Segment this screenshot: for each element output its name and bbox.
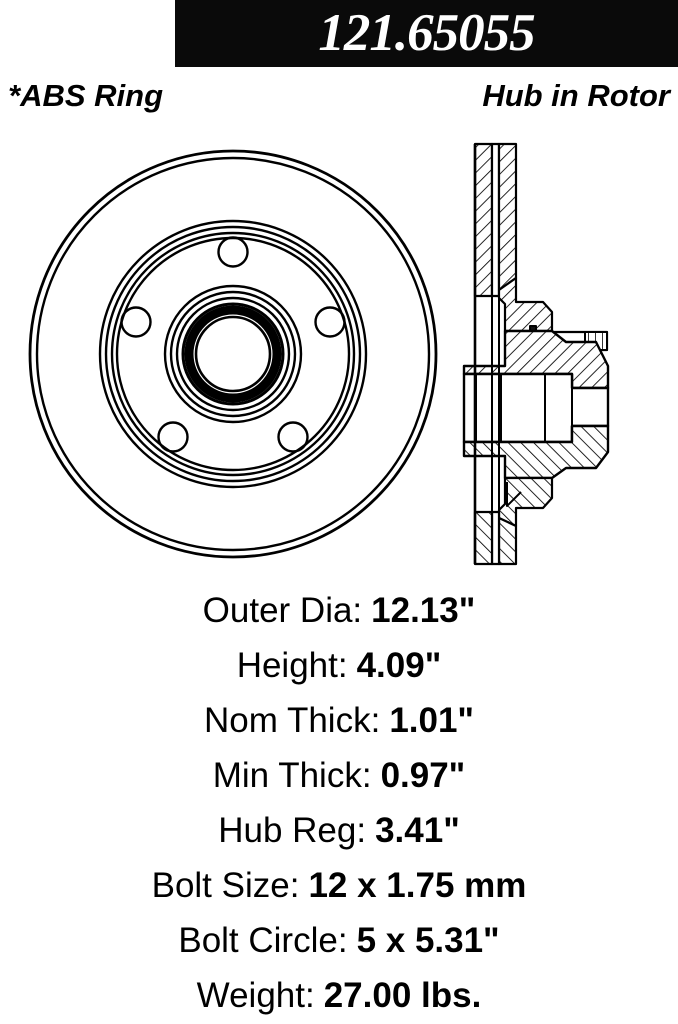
rotor-inboard-plate-top	[497, 142, 518, 292]
part-number-text: 121.65055	[318, 4, 535, 62]
bearing-race-band	[184, 305, 282, 403]
spec-value: 0.97"	[380, 756, 466, 795]
spec-label: Min Thick:	[212, 756, 372, 795]
spec-value: 1.01"	[389, 701, 475, 740]
abs-ring-label: *ABS Ring	[8, 78, 163, 113]
rotor-hat-wall-bottom	[497, 476, 554, 528]
spec-value: 12 x 1.75 mm	[308, 866, 527, 905]
rotor-hat-wall-top	[497, 276, 554, 333]
spec-row-bolt-size: Bolt Size: 12 x 1.75 mm	[0, 858, 678, 913]
lug-hole-5	[120, 306, 152, 338]
spec-row-height: Height: 4.09"	[0, 638, 678, 693]
hub-in-rotor-label: Hub in Rotor	[482, 78, 670, 113]
spec-label: Bolt Circle:	[178, 921, 348, 960]
lug-hole-2	[314, 306, 346, 338]
rotor-outboard-plate-top	[473, 142, 494, 298]
specification-list: Outer Dia: 12.13" Height: 4.09" Nom Thic…	[0, 583, 678, 1023]
part-number-bar: 121.65055	[175, 0, 678, 67]
spec-label: Nom Thick:	[203, 701, 381, 740]
spec-label: Hub Reg:	[218, 811, 367, 850]
spec-row-outer-dia: Outer Dia: 12.13"	[0, 583, 678, 638]
spec-label: Height:	[236, 646, 348, 685]
spec-row-weight: Weight: 27.00 lbs.	[0, 968, 678, 1023]
rotor-outboard-plate-bottom	[473, 510, 494, 566]
spec-value: 3.41"	[375, 811, 460, 850]
spec-row-min-thick: Min Thick: 0.97"	[0, 748, 678, 803]
spec-row-hub-reg: Hub Reg: 3.41"	[0, 803, 678, 858]
lug-hole-1	[217, 236, 249, 268]
spec-label: Outer Dia:	[202, 591, 363, 630]
hub-center-bore-rings	[163, 284, 303, 424]
center-bore-edge	[194, 315, 272, 393]
rotor-hat-rings	[98, 219, 368, 489]
spec-row-nom-thick: Nom Thick: 1.01"	[0, 693, 678, 748]
lug-hole-3	[277, 421, 309, 453]
spec-value: 5 x 5.31"	[356, 921, 500, 960]
lug-hole-4	[157, 421, 189, 453]
rotor-technical-drawing	[0, 126, 678, 576]
spec-row-bolt-circle: Bolt Circle: 5 x 5.31"	[0, 913, 678, 968]
spec-value: 12.13"	[371, 591, 476, 630]
spec-value: 4.09"	[356, 646, 442, 685]
lug-holes	[120, 236, 346, 453]
spec-label: Bolt Size:	[151, 866, 300, 905]
spec-value: 27.00 lbs.	[323, 976, 482, 1015]
rotor-inboard-plate-bottom	[497, 516, 518, 566]
spec-label: Weight:	[196, 976, 315, 1015]
cross-section-assembly	[462, 142, 610, 566]
rotor-face-outer-circles	[28, 149, 438, 559]
